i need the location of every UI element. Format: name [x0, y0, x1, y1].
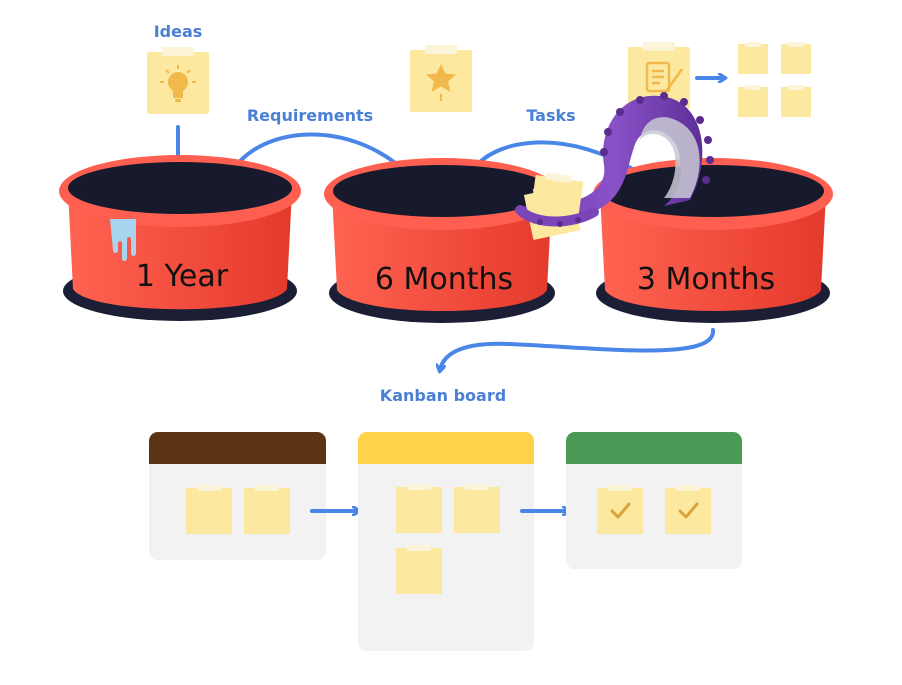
kanban-arrow [440, 328, 716, 370]
idea-sticky-note [147, 47, 209, 114]
kanban-board-label: Kanban board [380, 386, 506, 405]
tasks-label: Tasks [526, 106, 575, 125]
task-sticky-note [628, 42, 690, 109]
checklist-icon [645, 61, 684, 93]
checkmark-icon [610, 502, 631, 519]
requirements-label: Requirements [247, 106, 373, 125]
pot-1-year [59, 155, 301, 321]
pot-3-months [593, 158, 833, 323]
requirement-sticky-note [410, 45, 472, 112]
pot-3-label: 3 Months [637, 262, 775, 297]
star-icon [426, 64, 456, 92]
paint-drip [110, 219, 136, 261]
checkmark-icon [678, 502, 699, 519]
pot-1-label: 1 Year [136, 259, 229, 294]
kanban-column-in-progress [358, 432, 534, 651]
lightbulb-icon [160, 65, 196, 102]
pot-2-label: 6 Months [375, 262, 513, 297]
ideas-label: Ideas [154, 22, 203, 41]
kanban-column-backlog [149, 432, 326, 560]
tentacle [515, 92, 714, 241]
requirements-arrow [231, 132, 408, 174]
split-task-notes [738, 42, 811, 117]
kanban-column-done [566, 432, 742, 569]
pot-6-months [324, 158, 560, 323]
